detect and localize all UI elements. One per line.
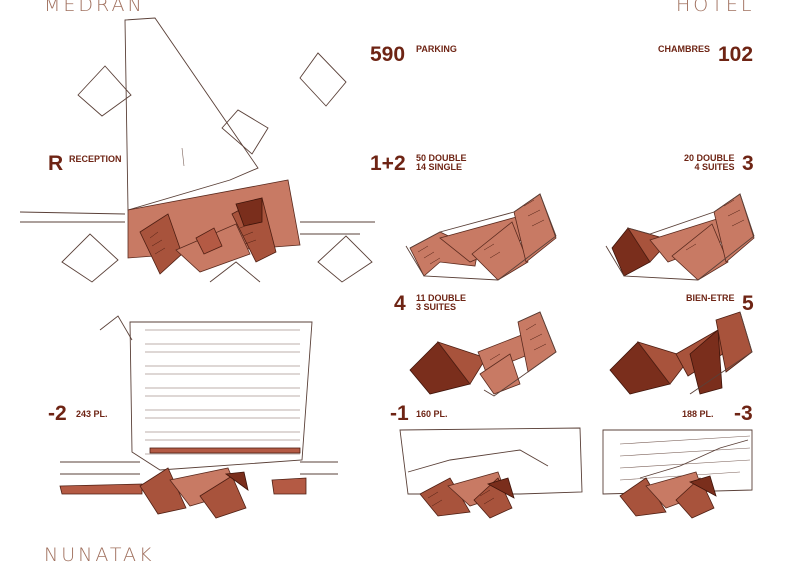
level-3-rooms: 20 DOUBLE 4 SUITES [684,154,735,172]
reception-code: R [48,152,64,175]
level-minus-3-code: -3 [734,402,753,425]
level-minus-1-label: 160 PL. [416,409,448,419]
level-3-plan [605,193,755,281]
level-1-2-rooms: 50 DOUBLE 14 SINGLE [416,154,467,172]
level-4-double: 11 DOUBLE [416,293,467,303]
level-1-2-code: 1+2 [370,152,406,175]
level-1-2-plan [405,193,557,281]
level-4-plan [409,311,557,397]
level-4-rooms: 11 DOUBLE 3 SUITES [416,294,466,312]
level-minus-3-label: 188 PL. [682,409,714,419]
level-5-plan [609,311,753,395]
level-minus-2-plan [59,315,338,519]
level-3-suites: 4 SUITES [694,162,735,172]
level-minus-3-plan [602,429,753,519]
level-minus-1-plan [399,427,583,519]
level-5-label: BIEN-ETRE [686,293,735,303]
rooms-count: 102 [718,43,754,66]
parking-count: 590 [370,43,406,66]
level-4-code: 4 [394,292,406,315]
reception-label: RECEPTION [69,154,122,164]
level-4-suites: 3 SUITES [416,302,457,312]
level-minus-1-code: -1 [390,402,409,425]
reception-site-plan [19,17,375,283]
level-minus-2-label: 243 PL. [76,409,108,419]
level-3-double: 20 DOUBLE [684,153,735,163]
parking-label: PARKING [416,44,457,54]
level-3-code: 3 [742,152,754,175]
title-hotel: HOTEL [676,0,755,16]
level-1-2-double: 50 DOUBLE [416,153,467,163]
title-medran: MEDRAN [44,0,145,16]
title-nunatak: NUNATAK [44,544,155,566]
level-5-code: 5 [742,292,754,315]
level-1-2-single: 14 SINGLE [416,162,463,172]
rooms-label: CHAMBRES [658,44,711,54]
level-minus-2-code: -2 [48,402,67,425]
